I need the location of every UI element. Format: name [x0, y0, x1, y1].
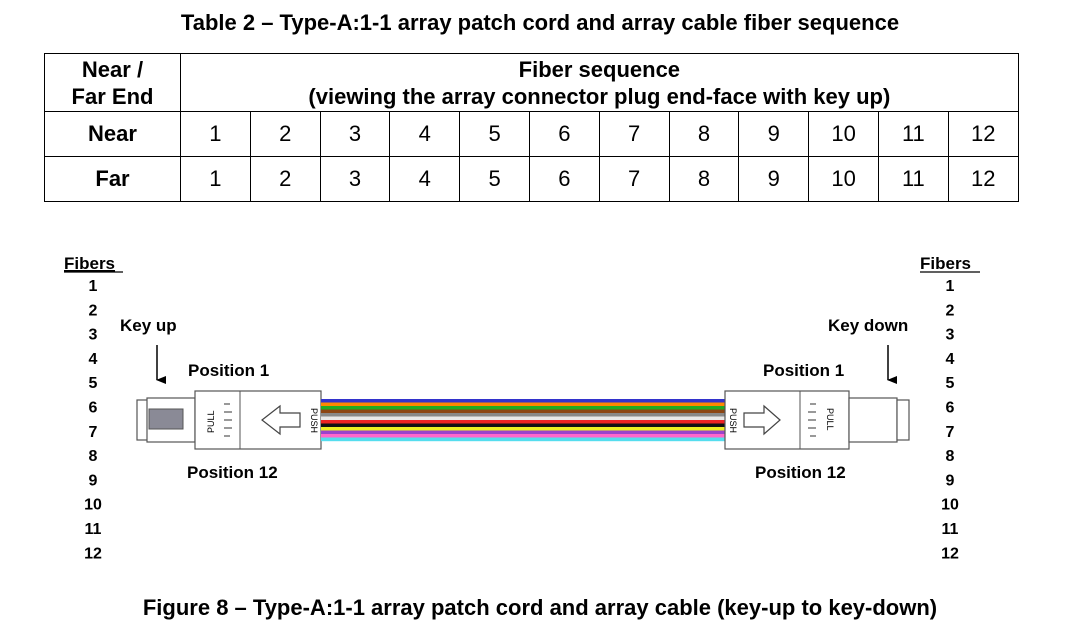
left-grip-ridges-icon: [224, 403, 232, 437]
table-cell: 3: [319, 156, 391, 202]
right-fiber-number: 6: [946, 400, 955, 417]
table-cell: 10: [808, 111, 879, 157]
table-cell: 11: [877, 111, 949, 157]
fiber-strand: [321, 399, 725, 403]
fiber-sequence-header-line2: (viewing the array connector plug end-fa…: [308, 83, 891, 109]
near-far-header-line2: Far End: [71, 83, 154, 109]
right-ferrule-tip: [896, 399, 910, 441]
table-cell: 7: [598, 156, 670, 202]
left-fiber-number: 9: [89, 472, 98, 489]
table-cell: 3: [319, 111, 391, 157]
table-cell: 11: [877, 156, 949, 202]
fiber-strand: [321, 413, 725, 417]
right-pull-label: PULL: [825, 408, 835, 431]
fiber-strand: [321, 430, 725, 435]
left-pull-label: PULL: [206, 410, 216, 433]
table-cell: 12: [947, 156, 1019, 202]
key-up-label: Key up: [120, 316, 177, 335]
table-cell: 9: [738, 111, 810, 157]
right-ferrule: [848, 397, 898, 443]
left-fiber-number: 12: [84, 545, 102, 562]
key-down-label: Key down: [828, 316, 908, 335]
table-cell: 7: [598, 111, 670, 157]
table-cell: 12: [947, 111, 1019, 157]
fiber-sequence-header: Fiber sequence (viewing the array connec…: [180, 53, 1019, 112]
right-push-arrow-icon: [743, 404, 781, 436]
left-fibers-heading: Fibers: [64, 254, 115, 273]
fiber-strand: [321, 420, 725, 424]
left-fiber-number: 4: [89, 351, 98, 368]
left-push-arrow-icon: [261, 404, 301, 436]
left-fiber-number: 1: [89, 278, 98, 295]
fiber-strand: [321, 402, 725, 407]
figure-caption: Figure 8 – Type-A:1-1 array patch cord a…: [142, 595, 938, 620]
table-title: Table 2 – Type-A:1-1 array patch cord an…: [180, 10, 900, 35]
row-label: Far: [44, 156, 181, 202]
left-fiber-number: 6: [89, 400, 98, 417]
right-fiber-number: 1: [946, 278, 955, 295]
table-cell: 8: [668, 156, 740, 202]
left-push-label: PUSH: [309, 408, 319, 433]
left-fiber-number: 3: [89, 327, 98, 344]
fiber-strand: [321, 409, 725, 414]
left-connector: PULL PUSH: [136, 390, 322, 450]
right-grip-ridges-icon: [808, 403, 816, 437]
table-header-row: Near / Far End Fiber sequence (viewing t…: [44, 53, 1019, 112]
table-cell: 8: [668, 111, 740, 157]
right-position-1-label: Position 1: [763, 361, 844, 380]
left-fiber-number: 2: [89, 302, 98, 319]
left-ferrule-key: [148, 408, 184, 430]
right-fiber-number: 8: [946, 448, 955, 465]
fiber-strand: [321, 427, 725, 431]
fiber-sequence-table: Near / Far End Fiber sequence (viewing t…: [44, 53, 1019, 202]
table-cell: 6: [528, 111, 600, 157]
left-position-1-label: Position 1: [188, 361, 269, 380]
right-push-label: PUSH: [728, 408, 738, 433]
fiber-strand: [321, 416, 725, 421]
fiber-strand: [321, 423, 725, 428]
right-connector: PUSH PULL: [724, 390, 910, 450]
right-fiber-number: 11: [942, 521, 959, 538]
right-fiber-number: 12: [941, 545, 959, 562]
right-fiber-number: 2: [946, 302, 955, 319]
left-fiber-number: 11: [85, 521, 102, 538]
right-fiber-number: 4: [946, 351, 955, 368]
table-cell: 10: [808, 156, 879, 202]
right-position-12-label: Position 12: [755, 463, 846, 482]
table-cell: 9: [738, 156, 810, 202]
near-far-end-header: Near / Far End: [44, 53, 181, 112]
left-fiber-number: 7: [89, 424, 98, 441]
left-fiber-number: 5: [89, 375, 98, 392]
left-fiber-number: 8: [89, 448, 98, 465]
fiber-sequence-header-line1: Fiber sequence: [518, 56, 681, 82]
fiber-strand: [321, 434, 725, 438]
right-fibers-heading: Fibers: [920, 254, 971, 273]
table-cell: 6: [528, 156, 600, 202]
fiber-ribbon: [321, 399, 725, 442]
table-row-near: Near 1 2 3 4 5 6 7 8 9 10 11 12: [44, 111, 1019, 157]
near-far-header-line1: Near /: [81, 56, 144, 82]
table-row-far: Far 1 2 3 4 5 6 7 8 9 10 11 12: [44, 156, 1019, 202]
table-cell: 1: [180, 111, 251, 157]
right-fiber-number: 3: [946, 327, 955, 344]
fiber-strand: [321, 437, 725, 442]
table-cell: 5: [459, 111, 530, 157]
right-fiber-number: 9: [946, 472, 955, 489]
fiber-strand: [321, 406, 725, 410]
table-cell: 1: [180, 156, 251, 202]
right-fiber-number: 7: [946, 424, 955, 441]
left-position-12-label: Position 12: [187, 463, 278, 482]
left-fiber-number: 10: [84, 497, 102, 514]
right-fiber-number: 10: [941, 497, 959, 514]
right-fiber-number: 5: [946, 375, 955, 392]
table-cell: 5: [459, 156, 530, 202]
